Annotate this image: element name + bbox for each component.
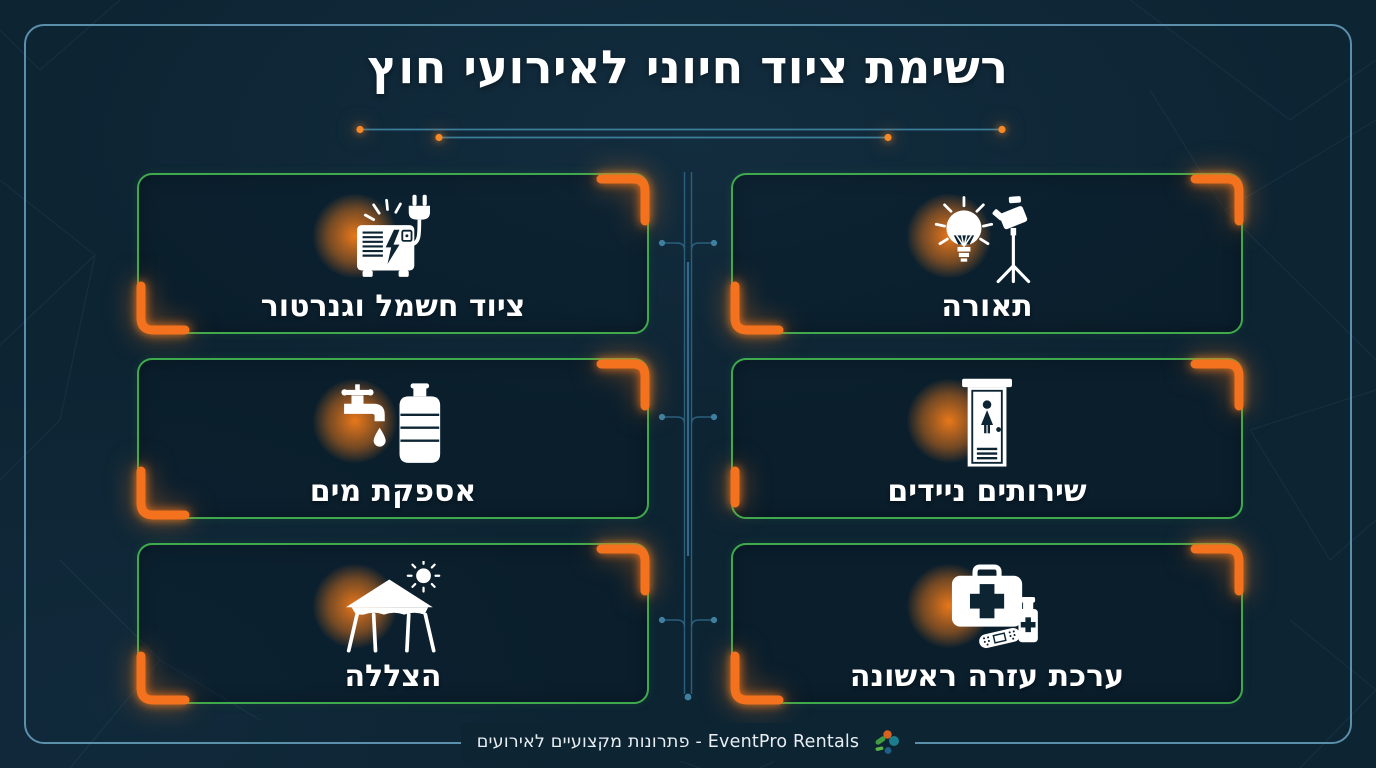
- card-power-equipment: ציוד חשמל וגנרטור: [136, 173, 650, 335]
- water-supply-icon: [333, 376, 453, 473]
- first-aid-kit-icon: [927, 561, 1047, 658]
- card-first-aid-kit: ערכת עזרה ראשונה: [730, 543, 1244, 705]
- card-label: אספקת מים: [309, 474, 477, 509]
- footer-text: EventPro Rentals - פתרונות מקצועיים לאיר…: [476, 732, 860, 752]
- eventpro-logo: [869, 727, 900, 757]
- card-shade-canopy: הצללה: [136, 543, 650, 705]
- generator-icon: [333, 191, 453, 288]
- card-label: ציוד חשמל וגנרטור: [260, 289, 526, 324]
- card-portable-toilets: שירותים ניידים: [730, 358, 1244, 519]
- lighting-icon: [927, 191, 1047, 288]
- page-title: רשימת ציוד חיוני לאירועי חוץ: [367, 40, 1009, 94]
- card-label: שירותים ניידים: [887, 474, 1087, 509]
- card-lighting: תאורה: [730, 173, 1244, 335]
- card-label: הצללה: [344, 659, 442, 694]
- card-label: ערכת עזרה ראשונה: [849, 659, 1125, 694]
- card-label: תאורה: [941, 289, 1033, 324]
- shade-canopy-icon: [333, 560, 453, 658]
- portable-toilet-icon: [927, 376, 1047, 473]
- card-water-supply: אספקת מים: [136, 358, 650, 520]
- footer: EventPro Rentals - פתרונות מקצועיים לאיר…: [0, 723, 1376, 761]
